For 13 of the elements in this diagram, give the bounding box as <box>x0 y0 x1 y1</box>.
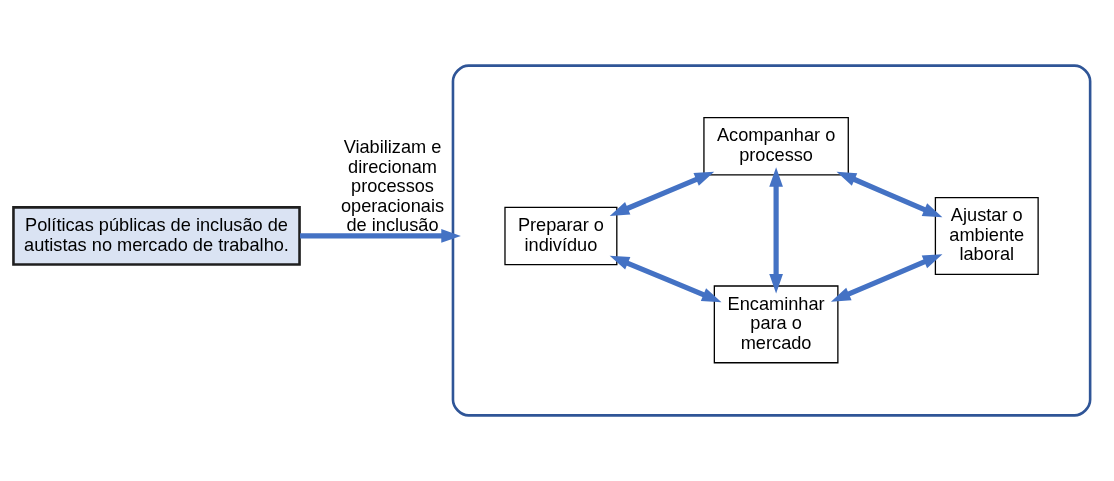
arrow <box>830 254 943 302</box>
node-box: Acompanhar o processo <box>703 116 849 176</box>
edge-label: Viabilizam e direcionam processos operacionais de inclusão <box>340 136 445 236</box>
node-box: Ajustar o ambiente laboral <box>934 196 1039 275</box>
cluster <box>451 64 1092 417</box>
arrow <box>769 167 783 294</box>
node-box: Preparar o indivíduo <box>504 206 618 266</box>
arrow <box>609 255 722 303</box>
node-box: Encaminhar para o mercado <box>713 285 839 364</box>
arrow <box>300 229 461 243</box>
arrow <box>836 171 943 218</box>
node-box: Políticas públicas de inclusão de autistas no mercado de trabalho. <box>12 206 301 266</box>
arrow <box>609 171 715 216</box>
